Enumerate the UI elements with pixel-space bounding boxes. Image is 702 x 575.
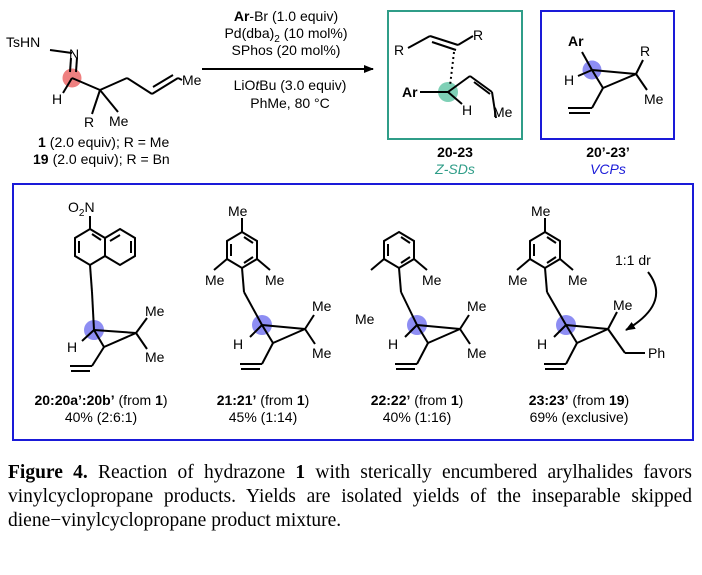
vcp-me-label: Me <box>644 91 664 107</box>
hydrazone-reactant <box>49 49 183 115</box>
zsd-id: 20-23 <box>437 144 473 160</box>
zsd-r1-label: R <box>394 42 404 58</box>
nitro-label: O2N <box>68 199 95 219</box>
example-20-structure <box>70 216 148 372</box>
figure-label: Figure 4. <box>8 462 88 483</box>
zsd-r2-label: R <box>473 27 483 43</box>
example-22-yield: 40% (1:16) <box>383 409 451 425</box>
example-23-h-label: H <box>537 336 547 352</box>
example-21-h-label: H <box>233 336 243 352</box>
example-23-yield: 69% (exclusive) <box>530 409 629 425</box>
example-23-id: 23:23’ (from 19) <box>529 392 629 408</box>
imine-n-label: N <box>69 46 79 62</box>
zsd-structure <box>407 35 497 119</box>
example-23-ph-label: Ph <box>648 345 665 361</box>
conditions-arbr: Ar-Br (1.0 equiv) <box>234 8 338 24</box>
r-label: R <box>84 114 94 130</box>
example-21-yield: 45% (1:14) <box>229 409 297 425</box>
example-23-dr-label: 1:1 dr <box>615 252 651 268</box>
conditions-base: LiOtBu (3.0 equiv) <box>234 77 347 93</box>
example-21-me-left: Me <box>205 272 225 288</box>
example-22-id: 22:22’ (from 1) <box>371 392 464 408</box>
example-20-yield: 40% (2:6:1) <box>65 409 137 425</box>
vcp-r-label: R <box>640 43 650 59</box>
imine-h-label: H <box>52 91 62 107</box>
example-22-me1: Me <box>467 298 487 314</box>
example-21-me2: Me <box>312 345 332 361</box>
example-22-me2: Me <box>467 345 487 361</box>
zsd-product-box <box>387 10 523 140</box>
example-22-me-right: Me <box>422 272 442 288</box>
zsd-me-label: Me <box>493 104 513 120</box>
example-22-me-left: Me <box>355 311 375 327</box>
example-20-h-label: H <box>67 339 77 355</box>
conditions-solvent: PhMe, 80 °C <box>250 95 330 111</box>
conditions-pd: Pd(dba)2 (10 mol%) <box>224 25 347 45</box>
figure-caption: Figure 4. Reaction of hydrazone 1 with s… <box>8 461 692 533</box>
vcp-structure <box>568 51 648 114</box>
caption-compound-1: 1 <box>295 462 306 483</box>
example-21-structure <box>213 218 316 370</box>
dr-arrow <box>625 271 658 331</box>
conditions-sphos: SPhos (20 mol%) <box>232 42 341 58</box>
terminal-methyl-label: Me <box>182 72 202 88</box>
caption-text-2: with sterically encumbered arylhalides f… <box>8 462 692 531</box>
example-23-structure <box>516 218 645 370</box>
example-23-me-right: Me <box>568 272 588 288</box>
example-23-me1: Me <box>613 297 633 313</box>
example-22-h-label: H <box>388 336 398 352</box>
zsd-label: Z-SDs <box>434 161 475 177</box>
vcp-product-box <box>540 10 675 140</box>
methyl-label: Me <box>109 113 129 129</box>
reaction-scheme: TsHN N H R Me Me 1(2.0 equiv); R = Me 19… <box>6 8 694 441</box>
example-20-id: 20:20a’:20b’ (from 1) <box>34 392 167 408</box>
example-21-sub-label: Me <box>228 203 248 219</box>
zsd-ar-label: Ar <box>402 84 418 100</box>
example-23-sub-label: Me <box>531 203 551 219</box>
reactant-19-label: 19(2.0 equiv); R = Bn <box>33 151 170 167</box>
tshn-label: TsHN <box>6 34 40 50</box>
caption-text-1: Reaction of hydrazone <box>87 462 296 483</box>
vcp-id: 20’-23’ <box>586 144 630 160</box>
vcp-label: VCPs <box>590 161 626 177</box>
vcp-ar-label: Ar <box>568 33 584 49</box>
example-23-me-left: Me <box>508 272 528 288</box>
example-21-id: 21:21’ (from 1) <box>217 392 310 408</box>
vcp-h-label: H <box>564 72 574 88</box>
example-20-me1: Me <box>145 303 165 319</box>
examples-box <box>12 183 694 441</box>
reactant-1-label: 1(2.0 equiv); R = Me <box>38 134 169 150</box>
example-20-me2: Me <box>145 349 165 365</box>
example-22-structure <box>370 230 471 370</box>
example-21-me1: Me <box>312 298 332 314</box>
example-21-me-right: Me <box>265 272 285 288</box>
zsd-h-label: H <box>462 102 472 118</box>
